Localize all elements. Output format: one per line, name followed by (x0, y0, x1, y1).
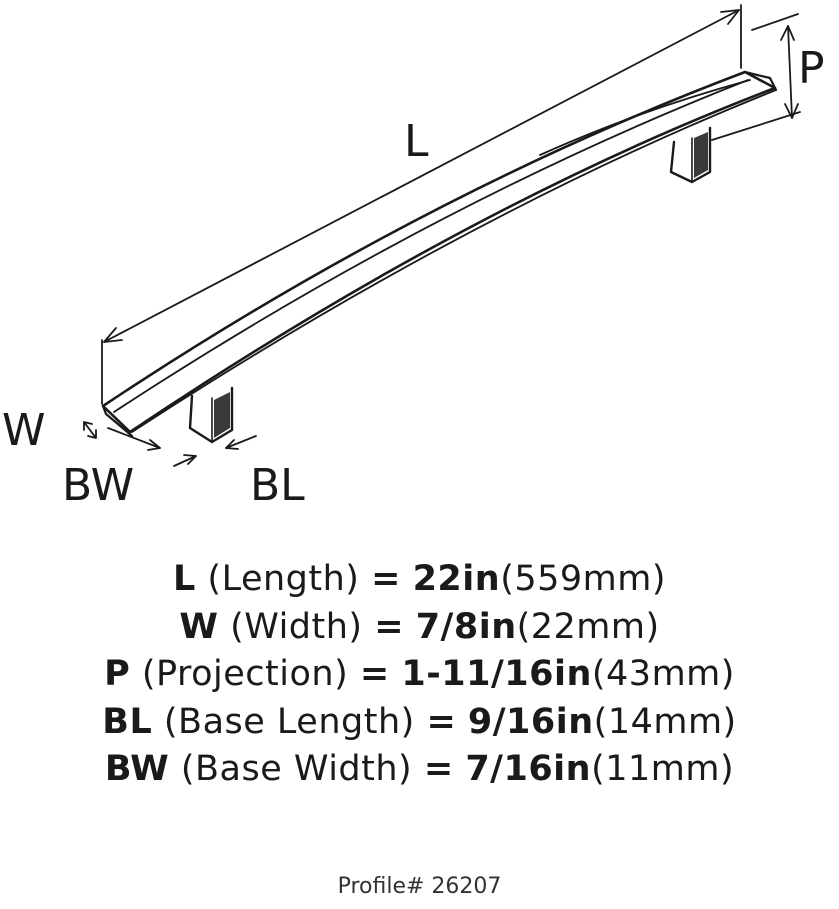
spec-name: (Width) (230, 606, 363, 647)
profile-number: Profile# 26207 (337, 874, 502, 899)
spec-equals: = (359, 654, 390, 694)
spec-metric: (43mm) (591, 654, 735, 694)
spec-imperial: 7/16in (465, 749, 592, 789)
spec-abbr: P (104, 654, 131, 694)
label-projection: P (798, 43, 825, 94)
label-width: W (2, 405, 46, 456)
projection-arrow-bottom (784, 103, 799, 119)
spec-metric: (11mm) (591, 749, 735, 789)
left-post-shadow (214, 392, 230, 438)
label-base-length: BL (250, 460, 305, 511)
spec-name: (Base Width) (180, 749, 413, 789)
base-width-arrow (107, 427, 161, 451)
length-arrow-left (103, 327, 123, 343)
width-arrow (83, 421, 97, 439)
spec-abbr: L (172, 559, 196, 599)
spec-metric: (14mm) (593, 701, 737, 742)
spec-row-width: W (Width) = 7/8in(22mm) (0, 604, 839, 652)
handle-top-edge (113, 79, 749, 413)
right-post-shadow (694, 132, 708, 178)
spec-row-projection: P (Projection) = 1-11/16in(43mm) (0, 651, 839, 699)
length-arrow-right (720, 9, 740, 25)
base-length-arrow-right (225, 435, 257, 450)
projection-extension-bottom (711, 111, 801, 141)
spec-row-base-length: BL (Base Length) = 9/16in(14mm) (0, 699, 839, 747)
base-length-arrow-left (173, 454, 197, 467)
label-length: L (404, 116, 429, 167)
spec-row-length: L (Length) = 22in(559mm) (0, 556, 839, 604)
spec-name: (Length) (207, 559, 360, 599)
spec-metric: (559mm) (500, 559, 667, 599)
projection-arrow-top (780, 25, 795, 41)
spec-equals: = (426, 701, 457, 742)
spec-equals: = (371, 559, 401, 599)
spec-abbr: W (179, 606, 219, 647)
handle-bevel (539, 79, 751, 156)
handle-bar (101, 70, 777, 434)
label-base-width: BW (62, 460, 134, 511)
spec-imperial: 1-11/16in (401, 654, 592, 694)
spec-imperial: 9/16in (467, 701, 594, 742)
spec-row-base-width: BW (Base Width) = 7/16in(11mm) (0, 746, 839, 794)
dimension-specs: L (Length) = 22in(559mm) W (Width) = 7/8… (0, 556, 839, 794)
handle-underside (131, 89, 777, 433)
spec-name: (Base Length) (163, 701, 415, 742)
handle-left-end (101, 404, 134, 438)
spec-name: (Projection) (141, 654, 349, 694)
spec-imperial: 7/8in (415, 606, 517, 647)
handle-dimension-diagram: L P W BW BL (2, 4, 825, 511)
projection-extension-top (751, 13, 799, 31)
spec-equals: = (374, 606, 405, 647)
spec-metric: (22mm) (516, 606, 660, 647)
handle-right-end (743, 70, 778, 92)
length-dimension-line (103, 9, 740, 343)
spec-equals: = (423, 749, 454, 789)
projection-dimension-line (787, 25, 793, 119)
spec-imperial: 22in (412, 559, 501, 599)
spec-abbr: BL (102, 701, 153, 742)
spec-abbr: BW (104, 749, 170, 789)
